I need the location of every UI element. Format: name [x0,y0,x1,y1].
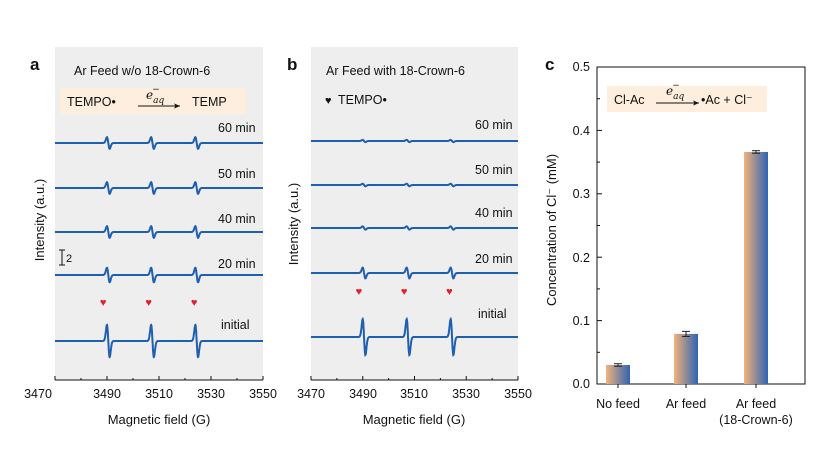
panel-b-markers: ♥ ♥ ♥ [356,286,453,298]
panel-b-heart-icon-3: ♥ [446,286,453,298]
panel-a-reaction-box: TEMPO• eaq− TEMP [60,85,246,114]
reaction-reactant: Cl-Ac [614,93,645,107]
series-label-60min: 60 min [218,121,256,135]
panel-a: a Ar Feed w/o 18-Crown-6 TEMPO• eaq− TEM… [24,47,277,427]
panel-b-heart-icon-1: ♥ [356,286,363,298]
y-tick-label-0.1: 0.1 [573,314,590,328]
y-tick-label-0.5: 0.5 [573,60,590,74]
trace-initial [55,323,263,359]
panel-b-heart-icon-2: ♥ [401,286,408,298]
category-label-ar-feed-crown-line2: (18-Crown-6) [719,413,793,427]
x-tick-label-3510: 3510 [400,387,428,401]
reaction-box-bg [60,88,246,114]
panel-a-heart-icon-2: ♥ [145,297,152,309]
panel-b-y-axis-title: Intensity (a.u.) [286,183,301,265]
series-label-20min: 20 min [475,252,513,266]
series-label-40min: 40 min [218,212,256,226]
panel-b-title: Ar Feed with 18-Crown-6 [326,64,465,78]
series-label-60min: 60 min [475,118,513,132]
panel-a-title: Ar Feed w/o 18-Crown-6 [74,64,210,78]
panel-a-heart-icon-3: ♥ [191,297,198,309]
x-tick-label-3530: 3530 [197,387,225,401]
x-tick-label-3510: 3510 [145,387,173,401]
panel-b-series-labels: 60 min 50 min 40 min 20 min initial [475,118,513,321]
legend-heart-icon: ♥ [325,95,332,107]
y-tick-label-0.3: 0.3 [573,187,590,201]
x-tick-label-3470: 3470 [297,387,325,401]
bar-no-feed [606,364,630,384]
category-label-no-feed: No feed [596,397,640,411]
trace-60min [311,138,518,144]
reaction-arrow-label: eaq− [146,85,164,106]
legend-label: TEMPO• [338,93,387,107]
panel-c-bars [606,150,768,388]
reaction-product: •Ac + Cl⁻ [701,93,753,107]
panel-a-y-axis-title: Intensity (a.u.) [32,179,47,261]
reaction-arrow-label: eaq− [666,81,684,102]
bar-ar-feed-crown [744,151,768,384]
trace-20min [55,266,263,284]
panel-a-series-labels: 60 min 50 min 40 min 20 min initial [218,121,256,332]
reaction-product: TEMP [192,95,227,109]
panel-a-x-ticks [54,376,264,380]
panel-a-letter: a [30,55,40,74]
series-label-initial: initial [478,307,507,321]
x-tick-label-3550: 3550 [504,387,532,401]
trace-50min [311,182,518,188]
panel-c-frame [596,66,806,385]
trace-40min [55,225,263,239]
panel-c-y-ticks [597,66,602,385]
bar-ar-feed [674,333,698,384]
x-tick-label-3490: 3490 [93,387,121,401]
trace-50min [55,181,263,195]
y-tick-label-0: 0.0 [573,377,590,391]
panel-a-markers: ♥ ♥ ♥ [100,297,198,309]
x-tick-label-3530: 3530 [452,387,480,401]
scale-bar-label: 2 [66,253,72,265]
panel-c: c Cl-Ac eaq− •Ac + Cl⁻ 0.0 0.1 0.2 0.3 0… [544,55,806,427]
series-label-40min: 40 min [475,206,513,220]
reaction-arrowhead-icon [693,100,699,106]
x-tick-label-3550: 3550 [249,387,277,401]
panel-b-legend: ♥ TEMPO• [325,93,387,107]
panel-a-heart-icon-1: ♥ [100,297,107,309]
panel-b-traces [311,138,518,357]
series-label-50min: 50 min [475,163,513,177]
x-tick-label-3490: 3490 [349,387,377,401]
trace-60min [55,136,263,150]
panel-b-x-ticks [310,376,519,380]
panel-b-plot-area [311,47,518,380]
x-tick-label-3470: 3470 [24,387,52,401]
panel-c-y-axis-title: Concentration of Cl⁻ (mM) [544,154,559,306]
trace-40min [311,225,518,231]
reaction-box-bg [607,86,767,112]
trace-20min [311,266,518,280]
category-label-ar-feed: Ar feed [666,397,706,411]
panel-b-x-axis-title: Magnetic field (G) [363,412,466,427]
series-label-20min: 20 min [218,257,256,271]
category-label-ar-feed-crown: Ar feed [736,397,776,411]
reaction-arrowhead-icon [174,103,180,109]
panel-a-traces [55,136,263,359]
trace-initial [311,316,518,357]
panel-a-scale-bar: 2 [59,249,72,266]
y-tick-label-0.2: 0.2 [573,251,590,265]
panel-b-letter: b [287,55,297,74]
panel-c-reaction-box: Cl-Ac eaq− •Ac + Cl⁻ [607,81,767,112]
y-tick-label-0.4: 0.4 [573,124,590,138]
reaction-reactant: TEMPO• [67,95,116,109]
panel-c-letter: c [545,55,554,74]
series-label-initial: initial [221,318,250,332]
panel-b: b Ar Feed with 18-Crown-6 ♥ TEMPO• 60 mi… [286,47,532,427]
series-label-50min: 50 min [218,167,256,181]
panel-a-x-axis-title: Magnetic field (G) [108,412,211,427]
